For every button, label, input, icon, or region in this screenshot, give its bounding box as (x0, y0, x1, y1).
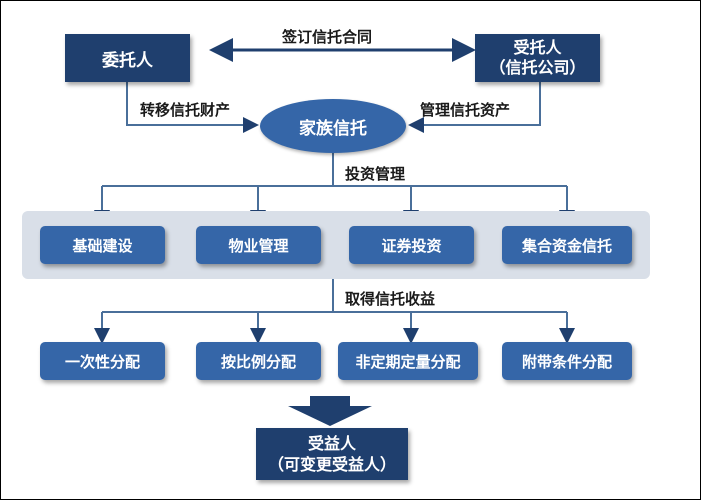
distribution-item: 非定期定量分配 (338, 342, 478, 380)
investment-label: 证券投资 (381, 236, 442, 255)
settlor-label: 委托人 (102, 50, 153, 71)
distribution-item: 一次性分配 (40, 342, 165, 380)
beneficiary-down-arrow (288, 396, 372, 426)
investment-label: 集合资金信托 (521, 236, 612, 255)
investment-item: 证券投资 (349, 226, 474, 264)
trustee-label: 受托人 (513, 38, 562, 57)
investment-management-label: 投资管理 (345, 165, 406, 183)
beneficiary-sublabel: （可变更受益人） (267, 455, 396, 474)
family-trust-node: 家族信托 (260, 99, 406, 153)
sign-contract-label: 签订信托合同 (282, 28, 373, 46)
settlor-node: 委托人 (65, 34, 190, 82)
investment-item: 基础建设 (40, 226, 165, 264)
family-trust-label: 家族信托 (299, 118, 367, 139)
manage-assets-label: 管理信托资产 (420, 101, 511, 119)
trustee-sublabel: （信托公司） (489, 58, 586, 77)
investment-item: 物业管理 (196, 226, 321, 264)
distribution-label: 非定期定量分配 (355, 352, 461, 371)
transfer-arrow (126, 82, 259, 133)
beneficiary-label: 受益人 (307, 434, 356, 453)
distribution-label: 按比例分配 (220, 352, 296, 371)
investment-label: 基础建设 (72, 236, 133, 255)
distribution-item: 附带条件分配 (502, 342, 632, 380)
distribution-label: 附带条件分配 (521, 352, 612, 371)
beneficiary-node: 受益人 （可变更受益人） (256, 428, 408, 480)
distribution-label: 一次性分配 (64, 352, 140, 371)
trustee-node: 受托人 （信托公司） (475, 34, 600, 82)
investment-label: 物业管理 (228, 236, 289, 255)
transfer-property-label: 转移信托财产 (140, 101, 231, 119)
distribution-item: 按比例分配 (196, 342, 321, 380)
manage-arrow (408, 82, 541, 133)
investment-item: 集合资金信托 (502, 226, 632, 264)
obtain-income-label: 取得信托收益 (345, 290, 436, 308)
